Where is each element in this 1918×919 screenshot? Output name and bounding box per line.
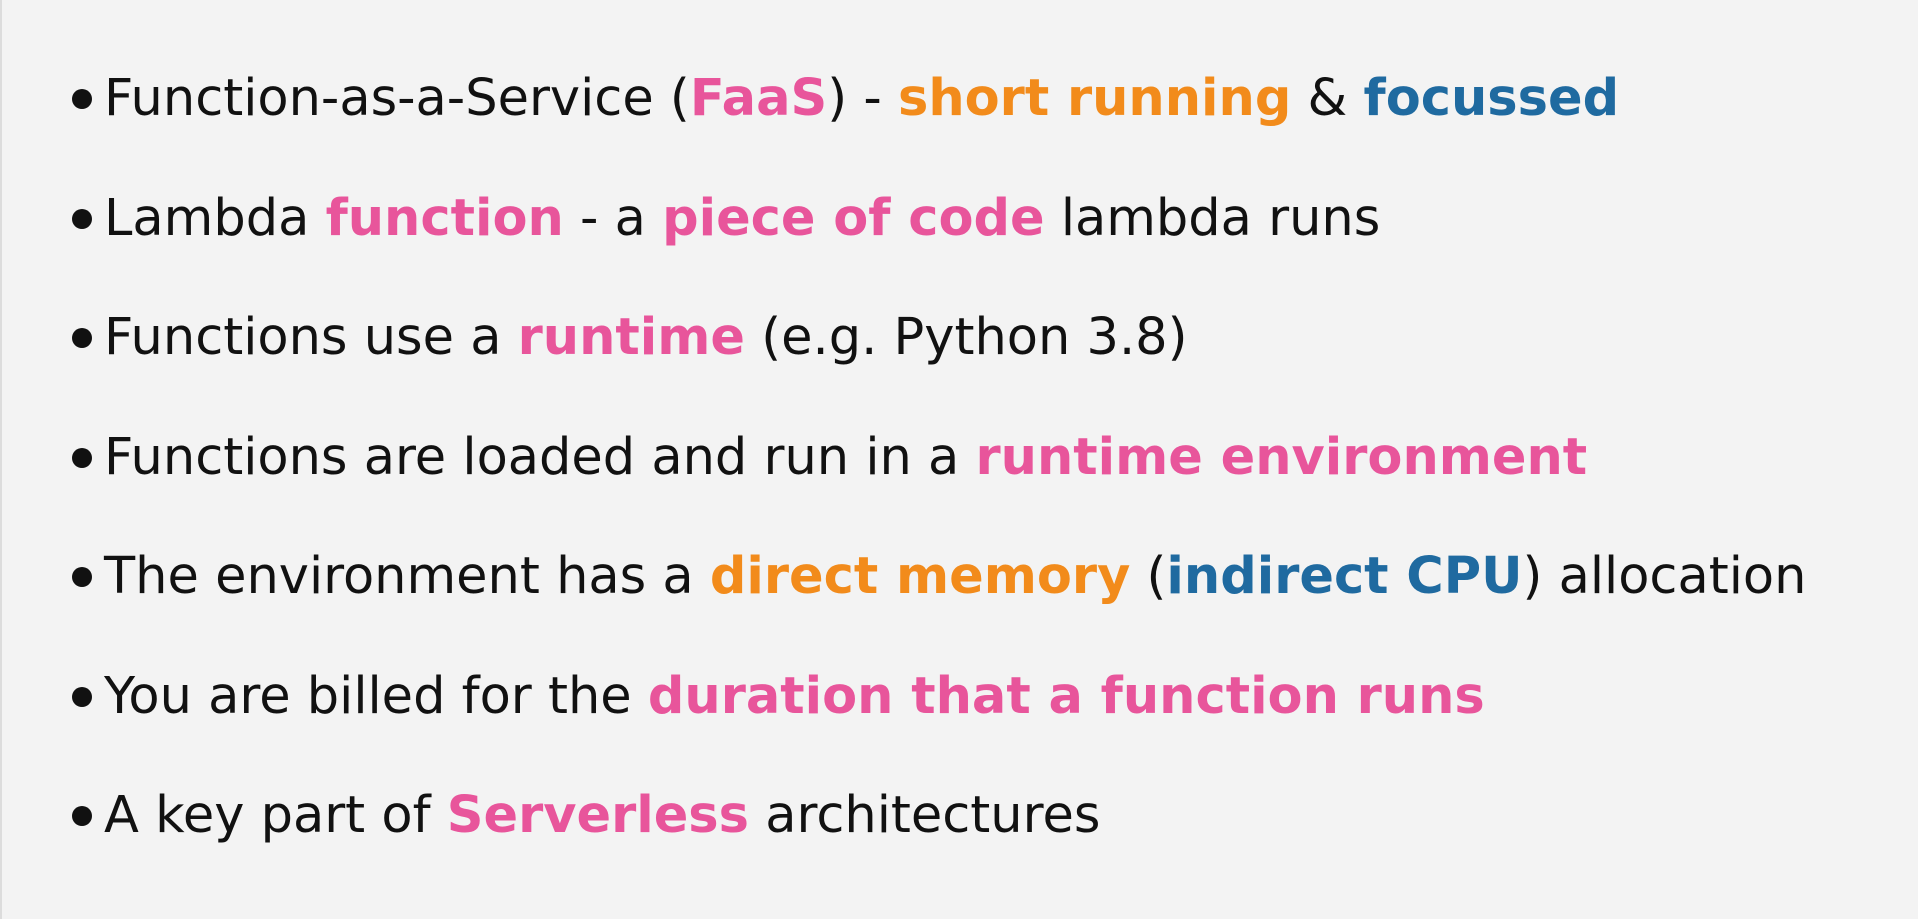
bullet-list: Function-as-a-Service (FaaS) - short run… bbox=[70, 61, 1806, 898]
bullet-text: Function-as-a-Service ( bbox=[104, 69, 690, 128]
highlight-term: focussed bbox=[1363, 69, 1620, 128]
bullet-text: - a bbox=[563, 188, 663, 248]
bullet-text: Lambda bbox=[104, 188, 326, 248]
highlight-term: function bbox=[325, 188, 564, 248]
bullet-item-runtime-environment: Functions are loaded and run in a runtim… bbox=[70, 420, 1806, 540]
highlight-term: direct memory bbox=[709, 547, 1131, 606]
bullet-text: lambda runs bbox=[1044, 188, 1381, 248]
bullet-text: Functions use a bbox=[104, 308, 518, 367]
bullet-item-serverless: A key part of Serverless architectures bbox=[70, 778, 1806, 898]
bullet-dot-icon bbox=[72, 686, 92, 707]
bullet-text: Functions are loaded and run in a bbox=[104, 427, 976, 487]
bullet-text: ) allocation bbox=[1522, 547, 1807, 606]
bullet-text: (e.g. Python 3.8) bbox=[745, 308, 1188, 367]
highlight-term: runtime bbox=[517, 308, 746, 367]
highlight-term: piece of code bbox=[662, 188, 1045, 248]
bullet-dot-icon bbox=[72, 806, 92, 826]
highlight-term: FaaS bbox=[689, 69, 828, 128]
bullet-dot-icon bbox=[72, 208, 92, 229]
bullet-item-memory-allocation: The environment has a direct memory (ind… bbox=[70, 539, 1806, 659]
bullet-dot-icon bbox=[72, 328, 92, 348]
bullet-text: ) - bbox=[827, 69, 898, 128]
bullet-text: ( bbox=[1130, 547, 1167, 606]
bullet-text: The environment has a bbox=[104, 547, 710, 606]
bullet-text: You are billed for the bbox=[104, 666, 648, 726]
bullet-text: A key part of bbox=[104, 786, 447, 845]
highlight-term: short running bbox=[897, 69, 1292, 128]
bullet-dot-icon bbox=[72, 447, 92, 468]
bullet-text: architectures bbox=[749, 786, 1101, 845]
highlight-term: indirect CPU bbox=[1166, 547, 1523, 606]
bullet-dot-icon bbox=[72, 89, 92, 109]
bullet-text: & bbox=[1291, 69, 1364, 128]
bullet-item-billing: You are billed for the duration that a f… bbox=[70, 659, 1806, 779]
highlight-term: duration that a function runs bbox=[647, 666, 1485, 726]
highlight-term: Serverless bbox=[446, 786, 750, 845]
bullet-item-faas: Function-as-a-Service (FaaS) - short run… bbox=[70, 61, 1806, 181]
highlight-term: runtime environment bbox=[975, 427, 1588, 487]
bullet-dot-icon bbox=[72, 567, 92, 587]
bullet-item-lambda-function: Lambda function - a piece of code lambda… bbox=[70, 181, 1806, 301]
bullet-item-runtime: Functions use a runtime (e.g. Python 3.8… bbox=[70, 300, 1806, 420]
